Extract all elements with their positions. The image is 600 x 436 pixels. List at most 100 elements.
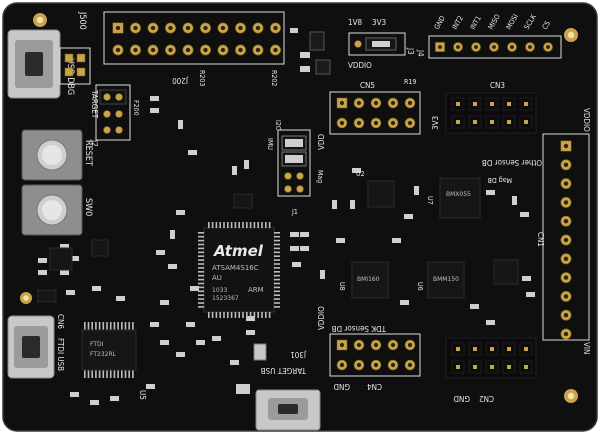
smd-part: [70, 392, 79, 397]
smd-part: [60, 270, 69, 275]
vddio-bottom-label: VDDIO: [317, 306, 326, 330]
smd-part: [246, 316, 255, 321]
small-ic: [91, 239, 109, 257]
ftdi-usb-label: FTDI USB: [56, 338, 65, 371]
mcu-pin: [198, 282, 204, 285]
mcu-pin: [242, 312, 244, 318]
smd-part: [176, 352, 185, 357]
f200-label: F200: [132, 100, 140, 116]
gnd-bottom-label: GND: [333, 382, 350, 391]
mcu-pin: [198, 243, 204, 246]
ftdi-pin: [128, 322, 130, 330]
sw0-label: SW0: [83, 198, 93, 216]
mcu-pin: [274, 271, 280, 273]
mcu-pin: [268, 312, 271, 318]
smd-part: [170, 230, 175, 239]
ftdi-pin: [98, 322, 101, 330]
ftdi-pin: [109, 322, 112, 330]
mcu-pin: [274, 274, 280, 277]
ftdi-pin: [106, 370, 108, 378]
smd-part: [168, 264, 177, 269]
mcu-pin: [274, 306, 280, 308]
smd-part: [150, 108, 159, 113]
gnd-cn2-label: GND: [453, 394, 470, 403]
mcu-pin: [257, 312, 259, 318]
mcu-pin: [198, 278, 204, 281]
mag-label: Mag: [316, 170, 324, 183]
smd-part: [300, 232, 309, 237]
ftdi-pin: [128, 370, 130, 378]
j4-label: J4: [416, 49, 425, 57]
header-cn2: [445, 337, 537, 379]
mcu-pin: [246, 312, 248, 318]
smd-cluster-top: [290, 28, 331, 75]
chip-u7: BMX055 U7: [426, 177, 481, 219]
ftdi-pin: [121, 370, 123, 378]
reset-label: RESET: [83, 140, 93, 166]
mag-db-label: Mag DB: [488, 176, 512, 184]
mcu-pin: [198, 298, 204, 300]
mcu-pin: [211, 312, 214, 318]
smd-part: [392, 238, 401, 243]
ftdi-pin: [124, 322, 127, 330]
smd-part: [486, 190, 495, 195]
mcu-pin: [227, 222, 229, 228]
mcu-pin: [246, 222, 248, 228]
smd-part: [332, 200, 337, 209]
chip-u6-mark: BMM150: [433, 276, 459, 283]
smd-part: [352, 168, 361, 173]
mcu-pin: [268, 222, 271, 228]
target-usb-label: TARGET USB: [261, 366, 307, 375]
atmel-logo: Atmel: [213, 242, 264, 260]
ftdi-part-mark: FT232RL: [90, 351, 117, 358]
smd-part: [92, 286, 101, 291]
smd-part: [486, 320, 495, 325]
mcu-pin: [198, 255, 204, 257]
mcu-part-number: ATSAM4S16C: [212, 264, 259, 272]
ftdi-pin: [95, 370, 97, 378]
smd-part: [290, 246, 299, 251]
mcu-pin: [274, 298, 280, 300]
mcu-code1: 1033: [212, 287, 227, 294]
tdk-sensor-db-label: TDK Sensor DB: [332, 324, 387, 333]
mcu-pin: [198, 251, 204, 254]
mcu-pin: [238, 312, 240, 318]
j200-label: J200: [172, 76, 189, 85]
mcu-pin: [198, 263, 204, 265]
ftdi-pin: [98, 370, 101, 378]
cn6-label: CN6: [56, 314, 65, 329]
target-label: TARGET: [90, 89, 99, 119]
smd-part: [66, 290, 75, 295]
mcu-pin: [257, 222, 259, 228]
jumper-j3: [348, 32, 406, 56]
mcu-pin: [274, 267, 280, 269]
ftdi-pin: [117, 370, 119, 378]
smd-part: [188, 150, 197, 155]
cn4-label: CN4: [367, 382, 382, 391]
small-ic: [37, 289, 57, 303]
mcu-pin: [274, 263, 280, 265]
mcu-pin: [249, 312, 252, 318]
vdd-label: VDD: [317, 134, 326, 150]
smd-components: [37, 96, 535, 405]
smd-part: [186, 322, 195, 327]
smd-part: [400, 300, 409, 305]
smd-part: [156, 250, 165, 255]
u8-label: U8: [338, 282, 346, 291]
smd-part: [292, 262, 301, 267]
mcu-pin: [219, 312, 221, 318]
mcu-pin: [274, 286, 280, 289]
vddio-top-label: VDDIO: [348, 61, 372, 70]
smd-part: [414, 186, 419, 195]
mcu-pin: [274, 232, 280, 234]
mcu-pin: [215, 222, 218, 228]
mcu-pin: [238, 222, 240, 228]
jumper-top-left: [59, 47, 91, 85]
smd-part: [116, 296, 125, 301]
mcu-pin: [223, 312, 225, 318]
r19-label: R19: [404, 78, 416, 86]
mcu-pin: [253, 312, 256, 318]
mcu-pin: [274, 302, 280, 304]
usb-ftdi-connector: [7, 315, 55, 379]
cn1-label: CN1: [536, 232, 545, 247]
